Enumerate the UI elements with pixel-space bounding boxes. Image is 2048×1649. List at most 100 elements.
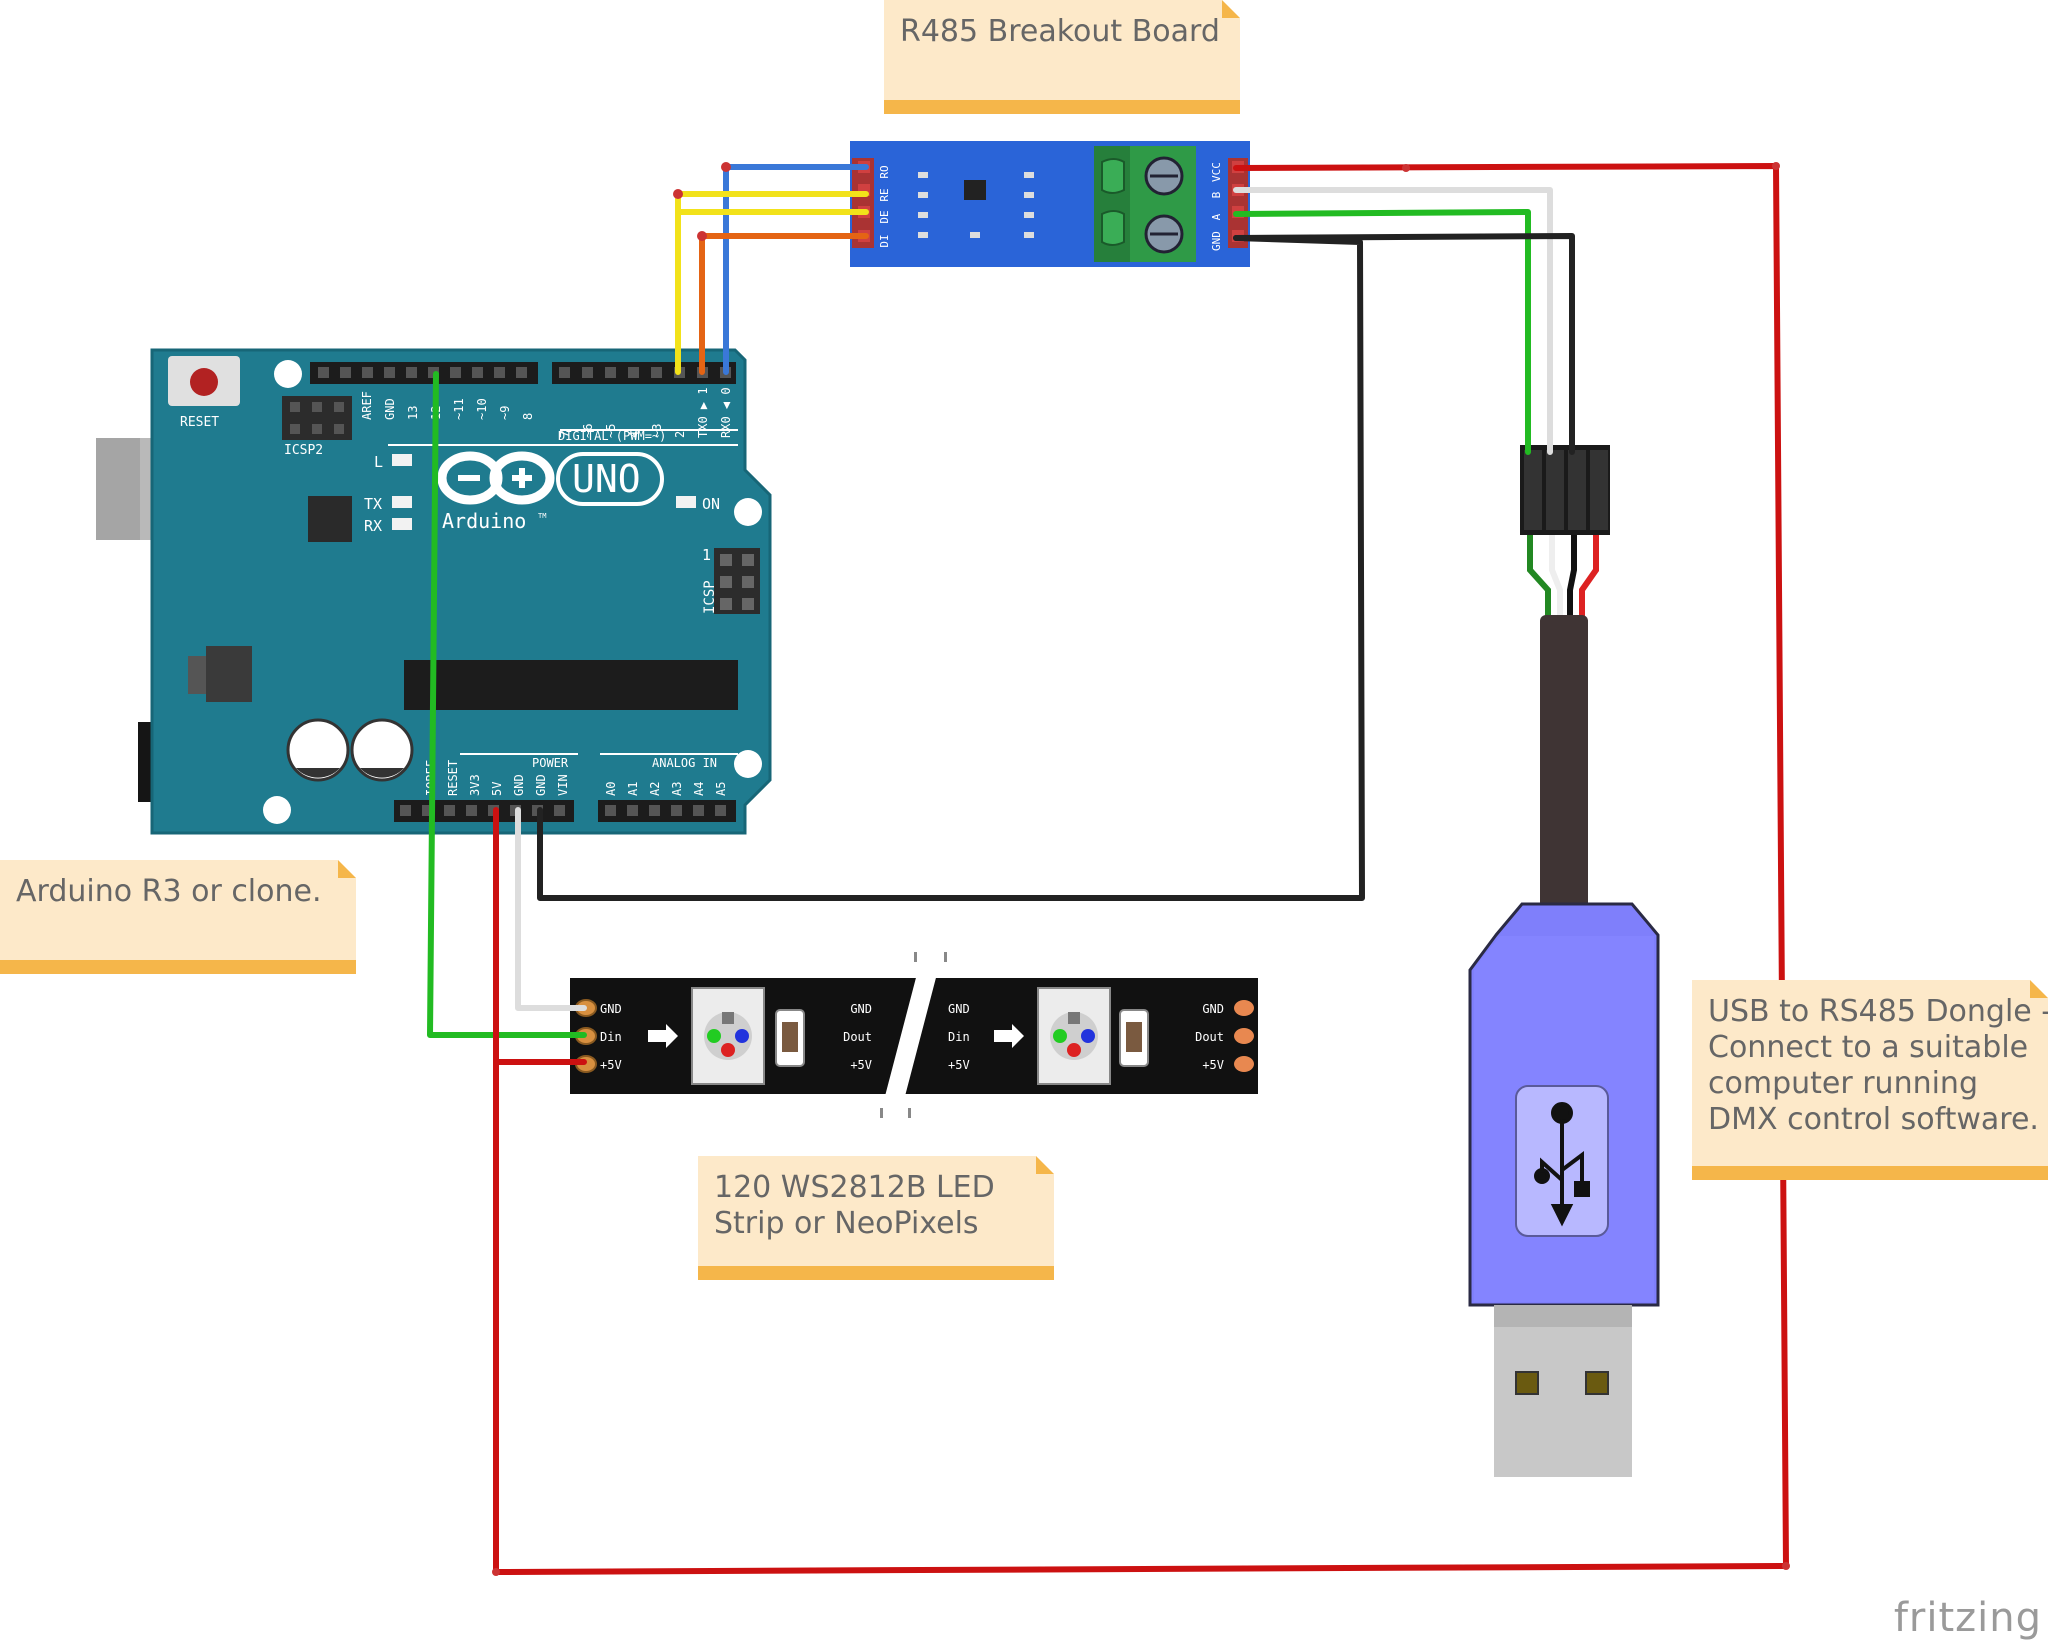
led-rx — [392, 518, 412, 530]
wire-re-to-pin2 — [675, 191, 869, 375]
wires — [427, 162, 1790, 1576]
header-pin — [384, 367, 395, 378]
header-pin — [362, 367, 373, 378]
note-arduino: Arduino R3 or clone. — [0, 860, 356, 974]
atmega328-chip — [404, 660, 738, 710]
header-pin — [494, 367, 505, 378]
strip-pin-label: GND — [600, 1002, 622, 1016]
icsp-label: ICSP — [702, 580, 718, 614]
strip-pin-label: Din — [948, 1030, 970, 1044]
wire-gnd-to-strip — [515, 807, 587, 1011]
digital-pin-label: AREF — [360, 391, 374, 420]
wire-b-to-dongle — [1233, 187, 1553, 455]
power-pin-label: A5 — [714, 782, 728, 796]
led-pixel — [994, 987, 1149, 1085]
strip-pin-label: GND — [1202, 1002, 1224, 1016]
led-rx-label: RX — [364, 517, 382, 535]
digital-pin-label: RX0 ◀ 0 — [719, 387, 733, 438]
digital-pin-label: 7 — [558, 431, 572, 438]
digital-pin-label: ~11 — [452, 398, 466, 420]
wire-a-to-dongle — [1233, 209, 1531, 455]
header-pin — [450, 367, 461, 378]
arduino-wordmark: Arduino — [442, 509, 526, 533]
digital-pin-label: 4 — [627, 431, 641, 438]
analog-label: ANALOG IN — [652, 756, 717, 770]
power-pin-label: A3 — [670, 782, 684, 796]
power-pin-label: 5V — [490, 782, 504, 796]
rs485-right-header — [1228, 158, 1248, 248]
note-line: USB to RS485 Dongle - — [1708, 994, 2048, 1029]
header-pin — [472, 367, 483, 378]
rs485-left-pin-label: DI — [878, 234, 891, 247]
header-pin — [466, 805, 477, 816]
wire-ro-to-rx0 — [723, 164, 869, 375]
rs485-left-pin-label: RO — [878, 165, 891, 178]
rs485-left-pin-label: DE — [878, 210, 891, 223]
header-pin — [693, 805, 704, 816]
usb-b-jack-shade — [96, 438, 140, 540]
usb-cable — [1540, 615, 1588, 935]
header-pin — [605, 805, 616, 816]
uno-badge — [556, 452, 664, 506]
power-label: POWER — [532, 756, 569, 770]
strip-pin-label: +5V — [600, 1058, 622, 1072]
note-line: computer running — [1708, 1066, 1978, 1101]
led-on-label: ON — [702, 495, 720, 513]
strip-pin-label: Dout — [1195, 1030, 1224, 1044]
arduino-logo: UNO Arduino TM — [437, 451, 664, 533]
header-pin — [340, 367, 351, 378]
header-pin — [715, 805, 726, 816]
note-line: DMX control software. — [1708, 1102, 2039, 1137]
strip-pin-label: +5V — [948, 1058, 970, 1072]
mounting-hole — [734, 498, 762, 526]
strip-pin-label: GND — [948, 1002, 970, 1016]
usb-icon — [1534, 1102, 1590, 1227]
rs485-left-pin-label: RE — [878, 188, 891, 201]
mounting-hole — [274, 360, 302, 388]
usb-chip — [308, 496, 352, 542]
fritzing-logo: fritzing — [1893, 1595, 2042, 1641]
power-pin-label: A2 — [648, 782, 662, 796]
led-tx-label: TX — [364, 495, 382, 513]
mounting-hole — [263, 796, 291, 824]
note-line: Arduino R3 or clone. — [16, 874, 322, 909]
led-on — [676, 496, 696, 508]
arduino-pcb — [152, 350, 770, 833]
trademark-label: TM — [538, 512, 546, 520]
rs485-right-pin-label: B — [1210, 191, 1223, 198]
header-pin — [400, 805, 411, 816]
header-pin — [651, 367, 662, 378]
capacitor — [286, 718, 350, 782]
digital-pin-label: ~10 — [475, 398, 489, 420]
power-pin-label: A1 — [626, 782, 640, 796]
led-pixel — [648, 987, 805, 1085]
reset-label: RESET — [180, 415, 219, 430]
digital-pin-label: 2 — [673, 431, 687, 438]
note-rs485-text: R485 Breakout Board — [900, 14, 1226, 50]
strip-pin-label: GND — [850, 1002, 872, 1016]
digital-label: DIGITAL (PWM=~) — [558, 429, 666, 443]
header-pin — [582, 367, 593, 378]
strip-pad — [1234, 1000, 1254, 1016]
wire-gnd-to-dongle — [1233, 233, 1575, 455]
wire-pin13-to-din — [427, 371, 587, 1038]
data-direction-arrow-icon — [994, 1024, 1024, 1048]
power-pin-label: A4 — [692, 782, 706, 796]
strip-pin-label: +5V — [850, 1058, 872, 1072]
led-l — [392, 454, 412, 466]
mounting-hole — [734, 750, 762, 778]
rs485-right-pin-label: GND — [1210, 231, 1223, 251]
rs485-right-pin-label: A — [1210, 213, 1223, 220]
note-dongle-text: USB to RS485 Dongle -Connect to a suitab… — [1708, 994, 2048, 1138]
rs485-right-pin-label: VCC — [1210, 162, 1223, 182]
led-l-label: L — [374, 453, 383, 471]
strip-pin-label: Din — [600, 1030, 622, 1044]
uno-label: UNO — [572, 457, 641, 501]
digital-pin-label: 8 — [521, 413, 535, 420]
header-pin — [318, 367, 329, 378]
note-line: Connect to a suitable — [1708, 1030, 2029, 1065]
